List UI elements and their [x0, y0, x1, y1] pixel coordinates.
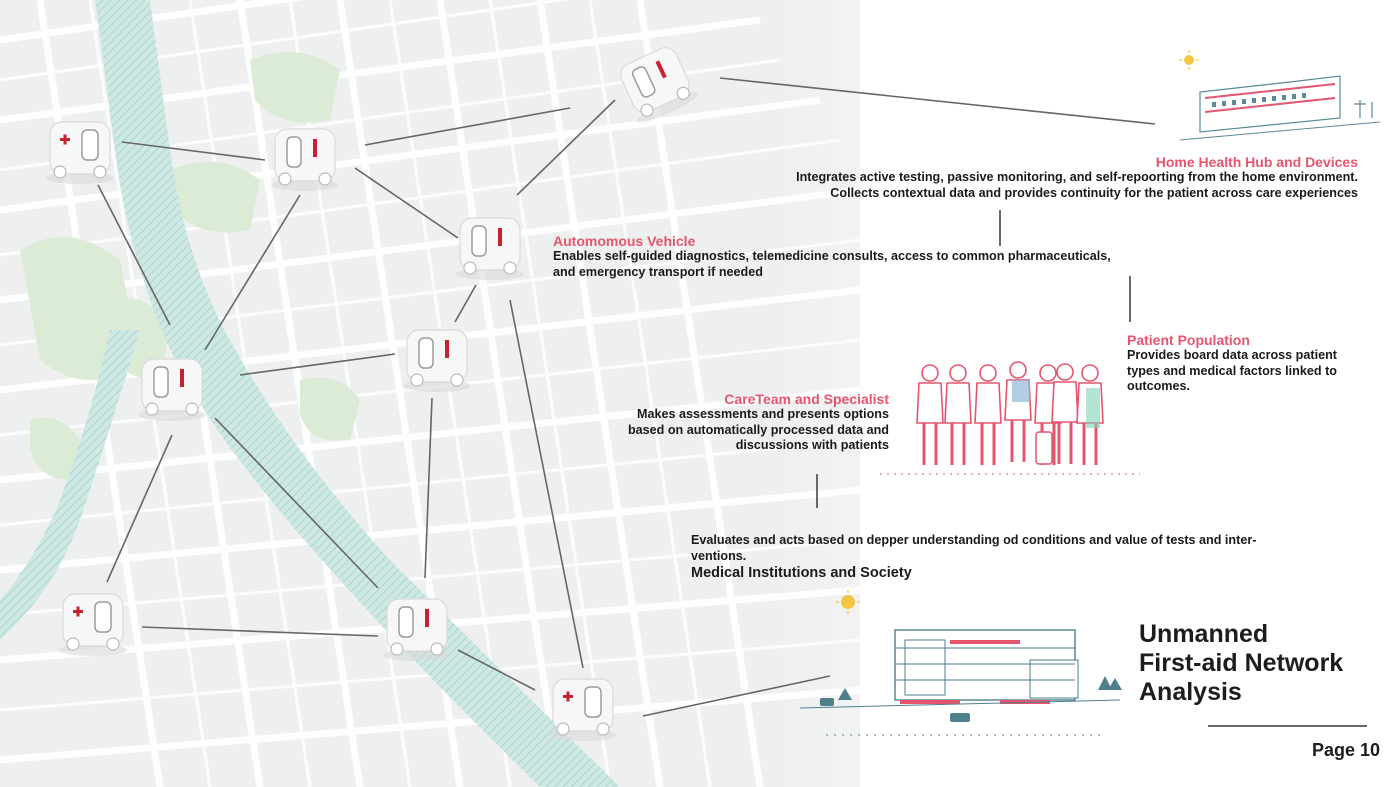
- vehicle-pod-7: [59, 594, 127, 656]
- patient-title: Patient Population: [1127, 332, 1377, 348]
- home-hub-title: Home Health Hub and Devices: [700, 154, 1358, 170]
- vehicle-pod-6: [138, 359, 206, 421]
- careteam-block: CareTeam and Specialist Makes assessment…: [589, 391, 889, 454]
- slide-heading-line-2: First-aid Network: [1139, 649, 1389, 678]
- home-hub-block: Home Health Hub and Devices Integrates a…: [700, 154, 1358, 201]
- patient-line-2: types and medical factors linked to: [1127, 364, 1377, 380]
- institutions-title: Medical Institutions and Society: [691, 565, 1301, 581]
- page-number: Page 10: [1290, 740, 1380, 761]
- patient-line-1: Provides board data across patient: [1127, 348, 1377, 364]
- institutions-line-2: ventions.: [691, 549, 1301, 565]
- careteam-title: CareTeam and Specialist: [589, 391, 889, 407]
- vehicle-pod-4: [456, 218, 524, 280]
- vehicle-pod-9: [549, 679, 617, 741]
- home-hub-line-2: Collects contextual data and provides co…: [700, 186, 1358, 202]
- vehicle-pod-1: [46, 122, 114, 184]
- institutions-block: Evaluates and acts based on depper under…: [691, 533, 1301, 581]
- home-hub-line-1: Integrates active testing, passive monit…: [700, 170, 1358, 186]
- slide-heading-line-3: Analysis: [1139, 678, 1389, 707]
- slide-heading-line-1: Unmanned: [1139, 620, 1389, 649]
- vehicle-line-1: Enables self-guided diagnostics, telemed…: [553, 249, 1173, 265]
- vehicle-pod-8: [383, 599, 451, 661]
- institutions-line-1: Evaluates and acts based on depper under…: [691, 533, 1301, 549]
- vehicle-pod-5: [403, 330, 471, 392]
- careteam-line-1: Makes assessments and presents options: [589, 407, 889, 423]
- careteam-line-2: based on automatically processed data an…: [589, 423, 889, 439]
- vehicle-line-2: and emergency transport if needed: [553, 265, 1173, 281]
- vehicle-pod-2: [271, 129, 339, 191]
- vehicle-block: Automomous Vehicle Enables self-guided d…: [553, 233, 1173, 280]
- slide-heading: Unmanned First-aid Network Analysis: [1139, 620, 1389, 707]
- patient-line-3: outcomes.: [1127, 379, 1377, 395]
- careteam-line-3: discussions with patients: [589, 438, 889, 454]
- vehicle-title: Automomous Vehicle: [553, 233, 1173, 249]
- patient-block: Patient Population Provides board data a…: [1127, 332, 1377, 395]
